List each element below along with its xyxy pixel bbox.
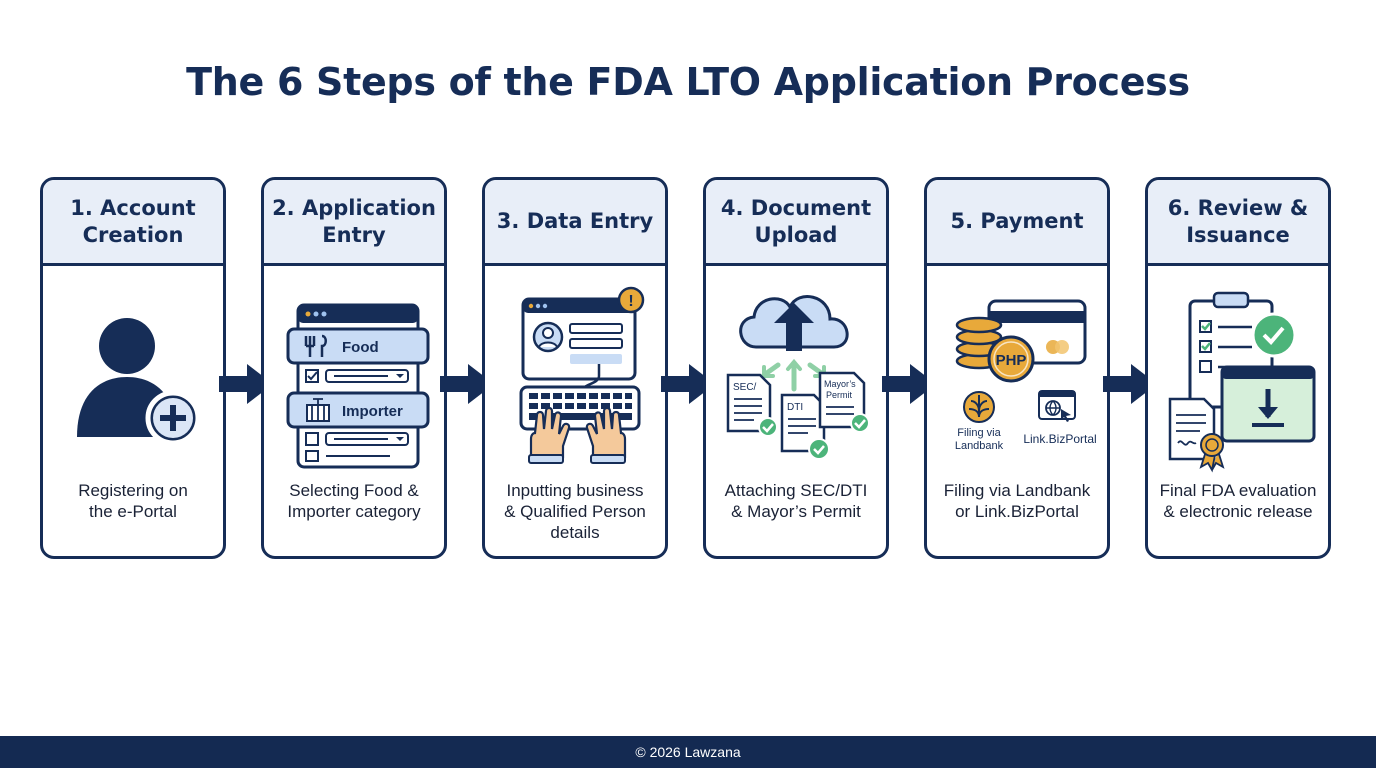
doc-dti-label: DTI [787, 402, 803, 413]
step-description: Final FDA evaluation & electronic releas… [1159, 481, 1317, 521]
food-label: Food [342, 339, 379, 356]
arrow-right-icon [880, 360, 938, 408]
step-header: 1. Account Creation [43, 180, 223, 266]
check-icon [758, 413, 870, 460]
step-description: Inputting business & Qualified Person de… [504, 481, 646, 542]
alert-icon: ! [628, 293, 633, 310]
coin-label: PHP [996, 352, 1027, 369]
importer-label: Importer [342, 403, 403, 420]
payment-icon: PHP Filing via Landbank Link.BizPortal [927, 269, 1107, 474]
step-title: 1. Account Creation [70, 195, 196, 247]
arrow-right-icon [1101, 360, 1159, 408]
step-title: 3. Data Entry [496, 209, 654, 233]
user-plus-icon [43, 269, 223, 474]
doc-mayor-label: Mayor’s [824, 379, 856, 389]
doc-sec-label: SEC/ [733, 382, 757, 393]
step-title: 6. Review & Issuance [1167, 195, 1309, 247]
step-card-application-entry: 2. Application Entry Food Importer [261, 177, 447, 559]
step-card-payment: 5. Payment PHP Filing via Landbank [924, 177, 1110, 559]
landbank-logo-icon [963, 391, 995, 423]
step-title: 2. Application Entry [272, 195, 436, 247]
step-card-account-creation: 1. Account Creation Registering on the e… [40, 177, 226, 559]
review-issuance-icon [1148, 269, 1328, 474]
landbank-label-1: Filing via [957, 427, 1001, 439]
footer-copyright: © 2026 Lawzana [0, 736, 1376, 768]
keyboard-data-entry-icon: ! [485, 269, 665, 474]
doc-permit-label: Permit [826, 390, 853, 400]
step-description: Attaching SEC/DTI & Mayor’s Permit [724, 481, 868, 521]
cloud-upload-icon: SEC/ DTI Mayor’s Permit [706, 269, 886, 474]
step-header: 6. Review & Issuance [1148, 180, 1328, 266]
ribbon-seal-icon [1199, 433, 1225, 473]
step-card-document-upload: 4. Document Upload SEC/ DTI Mayor’s Perm… [703, 177, 889, 559]
download-icon [1252, 389, 1284, 427]
step-header: 2. Application Entry [264, 180, 444, 266]
bizportal-label: Link.BizPortal [1023, 432, 1096, 446]
step-header: 5. Payment [927, 180, 1107, 266]
arrow-right-icon [438, 360, 496, 408]
browser-globe-icon [1038, 390, 1076, 422]
step-header: 4. Document Upload [706, 180, 886, 266]
check-icon [1251, 312, 1297, 358]
landbank-label-2: Landbank [955, 440, 1004, 452]
step-description: Registering on the e-Portal [78, 481, 188, 521]
step-description: Filing via Landbank or Link.BizPortal [943, 481, 1091, 521]
step-title: 5. Payment [950, 209, 1084, 233]
step-header: 3. Data Entry [485, 180, 665, 266]
arrow-right-icon [217, 360, 275, 408]
arrow-right-icon [659, 360, 717, 408]
step-title: 4. Document Upload [720, 195, 872, 247]
step-card-data-entry: 3. Data Entry ! [482, 177, 668, 559]
step-card-review-issuance: 6. Review & Issuance [1145, 177, 1331, 559]
page-title: The 6 Steps of the FDA LTO Application P… [186, 60, 1190, 104]
step-description: Selecting Food & Importer category [287, 481, 421, 521]
application-form-icon: Food Importer [264, 269, 444, 474]
